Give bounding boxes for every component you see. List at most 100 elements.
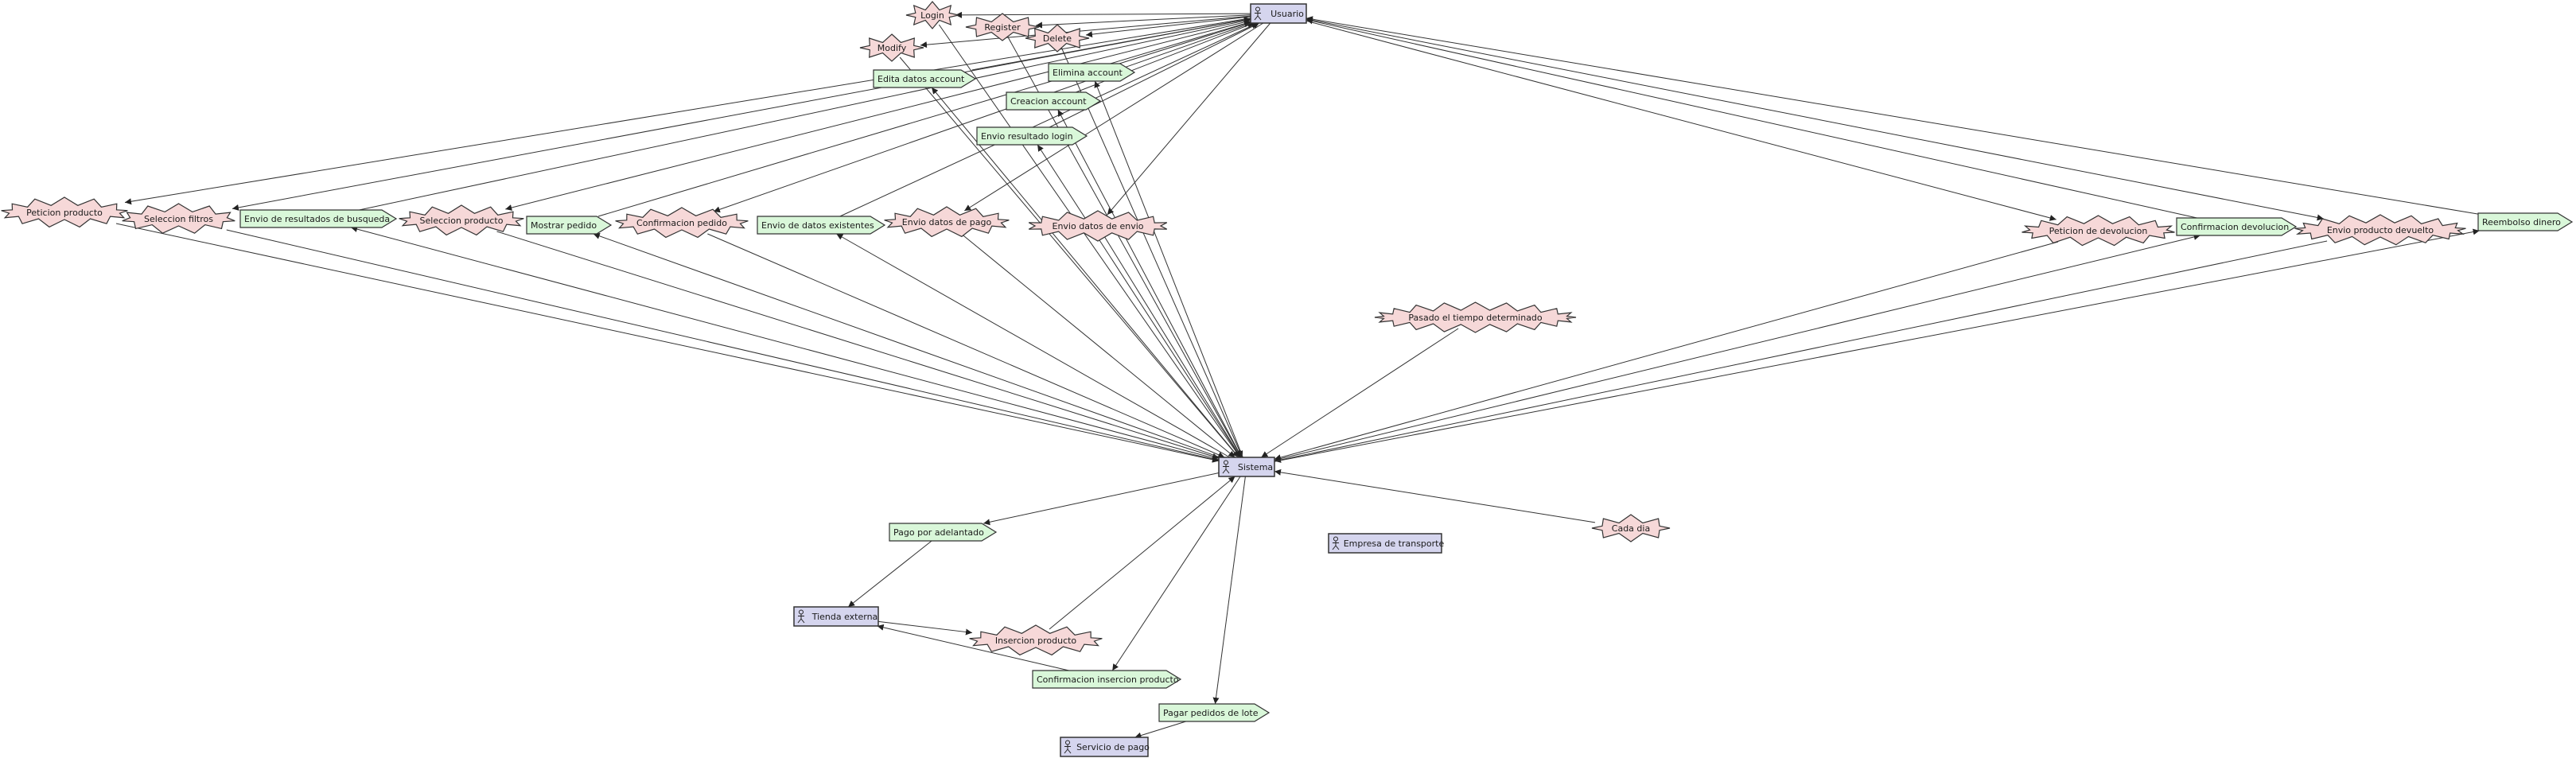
edge-login-to-sistema bbox=[938, 24, 1241, 458]
edge-usuario-to-seleccion_producto bbox=[505, 20, 1251, 211]
event-starburst bbox=[1374, 301, 1577, 333]
event-label: Envio datos de envio bbox=[1053, 221, 1144, 231]
signal-label: Elimina account bbox=[1053, 68, 1123, 78]
signal-label: Envio resultado login bbox=[981, 131, 1073, 142]
event-label: Pasado el tiempo determinado bbox=[1408, 313, 1543, 323]
signal-reembolso_dinero: Reembolso dinero bbox=[2477, 212, 2574, 231]
actor-label: Tienda externa bbox=[811, 612, 878, 622]
event-login: Login bbox=[905, 1, 959, 29]
edge-usuario-to-envio_producto_devuelto bbox=[1306, 18, 2324, 221]
edge-usuario-to-modify bbox=[920, 15, 1251, 49]
signal-label: Pago por adelantado bbox=[893, 527, 984, 538]
edge-usuario-to-envio_datos_pago bbox=[964, 22, 1264, 212]
edge-confirmacion_insercion-to-tienda bbox=[877, 624, 1069, 671]
actor-stick-figure-icon bbox=[1254, 6, 1262, 21]
signal-label: Creacion account bbox=[1010, 96, 1087, 107]
event-starburst bbox=[905, 1, 959, 29]
signal-shape bbox=[1032, 670, 1182, 689]
edge-envio_resultados_busqueda-to-usuario bbox=[359, 17, 1251, 211]
event-starburst bbox=[969, 624, 1103, 656]
signal-shape bbox=[1158, 703, 1270, 722]
actor-label: Empresa de transporte bbox=[1344, 538, 1445, 549]
edge-pago_adelantado-to-tienda bbox=[847, 540, 932, 608]
event-starburst bbox=[2021, 215, 2175, 247]
edge-tienda-to-insercion_producto bbox=[877, 620, 973, 636]
event-starburst bbox=[965, 13, 1040, 41]
event-modify: Modify bbox=[859, 33, 924, 62]
edge-envio_datos_envio-to-sistema bbox=[1104, 236, 1242, 458]
signal-label: Reembolso dinero bbox=[2482, 217, 2561, 227]
edge-seleccion_filtros-to-sistema bbox=[226, 229, 1220, 462]
event-label: Insercion producto bbox=[995, 636, 1077, 646]
event-starburst bbox=[1591, 514, 1671, 542]
edge-insercion_producto-to-sistema bbox=[1049, 476, 1235, 630]
actor-box bbox=[1328, 533, 1442, 554]
event-cada_dia: Cada dia bbox=[1591, 514, 1671, 542]
edge-usuario-to-seleccion_filtros bbox=[232, 18, 1251, 211]
edge-sistema-to-creacion_account bbox=[1057, 109, 1243, 458]
edge-usuario-to-register bbox=[1035, 14, 1251, 29]
actor-usuario: Usuario bbox=[1250, 3, 1307, 24]
event-delete: Delete bbox=[1025, 24, 1090, 52]
edge-mostrar_pedido-to-usuario bbox=[597, 20, 1251, 217]
edge-sistema-to-envio_resultado_login bbox=[1037, 144, 1241, 458]
event-peticion_devolucion: Peticion de devolucion bbox=[2021, 215, 2175, 247]
event-label: Delete bbox=[1043, 33, 1072, 44]
actor-servicio: Servicio de pago bbox=[1060, 737, 1150, 757]
event-label: Envio producto devuelto bbox=[2327, 225, 2434, 235]
signal-envio_resultado_login: Envio resultado login bbox=[976, 126, 1088, 146]
event-starburst bbox=[1025, 24, 1090, 52]
signal-shape bbox=[2477, 212, 2574, 231]
edge-sistema-to-envio_datos_existentes bbox=[836, 233, 1231, 458]
event-seleccion_producto: Seleccion producto bbox=[399, 204, 524, 236]
edge-usuario-to-peticion_devolucion bbox=[1306, 20, 2057, 221]
edge-sistema-to-mostrar_pedido bbox=[593, 232, 1220, 458]
actor-stick-figure-icon bbox=[1332, 536, 1340, 550]
signal-pagar_pedidos_lote: Pagar pedidos de lote bbox=[1158, 703, 1270, 722]
actor-stick-figure-icon bbox=[1222, 460, 1230, 474]
actor-label: Sistema bbox=[1238, 462, 1273, 472]
edge-pagar_pedidos_lote-to-servicio bbox=[1134, 721, 1186, 739]
edge-modify-to-sistema bbox=[899, 56, 1239, 458]
event-pasado_tiempo: Pasado el tiempo determinado bbox=[1374, 301, 1577, 333]
edge-confirmacion_devolucion-to-usuario bbox=[1306, 17, 2197, 219]
signal-label: Confirmacion insercion producto bbox=[1037, 675, 1179, 685]
event-starburst bbox=[2294, 214, 2466, 246]
signal-label: Envio de datos existentes bbox=[761, 220, 874, 231]
event-peticion_producto: Peticion producto bbox=[1, 196, 128, 228]
actor-stick-figure-icon bbox=[797, 609, 805, 624]
signal-label: Pagar pedidos de lote bbox=[1163, 708, 1259, 718]
edge-sistema-to-confirmacion_insercion bbox=[1111, 476, 1241, 671]
edge-sistema-to-pago_adelantado bbox=[983, 472, 1220, 526]
signal-elimina_account: Elimina account bbox=[1048, 63, 1136, 82]
edge-sistema-to-elimina_account bbox=[1094, 80, 1243, 458]
signal-envio_resultados_busqueda: Envio de resultados de busqueda bbox=[239, 209, 398, 228]
signal-shape bbox=[976, 126, 1088, 146]
signal-label: Envio de resultados de busqueda bbox=[244, 214, 390, 224]
event-envio_datos_pago: Envio datos de pago bbox=[884, 206, 1010, 238]
event-label: Confirmacion pedido bbox=[636, 218, 727, 228]
signal-envio_datos_existentes: Envio de datos existentes bbox=[757, 216, 886, 235]
event-envio_datos_envio: Envio datos de envio bbox=[1028, 210, 1168, 242]
event-starburst bbox=[1, 196, 128, 228]
edge-sistema-to-reembolso_dinero bbox=[1274, 228, 2480, 462]
edge-confirmacion_pedido-to-sistema bbox=[707, 233, 1225, 458]
edge-usuario-to-confirmacion_pedido bbox=[713, 22, 1251, 213]
event-confirmacion_pedido: Confirmacion pedido bbox=[615, 207, 749, 239]
edge-envio_datos_pago-to-sistema bbox=[959, 232, 1235, 458]
event-insercion_producto: Insercion producto bbox=[969, 624, 1103, 656]
signal-shape bbox=[1048, 63, 1136, 82]
edge-envio_datos_existentes-to-usuario bbox=[839, 22, 1259, 217]
edge-cada_dia-to-sistema bbox=[1274, 468, 1596, 523]
edge-elimina_account-to-usuario bbox=[1119, 21, 1251, 64]
edge-usuario-to-peticion_producto bbox=[124, 17, 1251, 205]
event-starburst bbox=[399, 204, 524, 236]
event-starburst bbox=[884, 206, 1010, 238]
signal-mostrar_pedido: Mostrar pedido bbox=[526, 216, 613, 235]
edge-sistema-to-edita_datos bbox=[931, 87, 1239, 458]
event-label: Modify bbox=[877, 43, 907, 53]
actor-box bbox=[1060, 737, 1149, 757]
event-label: Envio datos de pago bbox=[902, 217, 992, 227]
